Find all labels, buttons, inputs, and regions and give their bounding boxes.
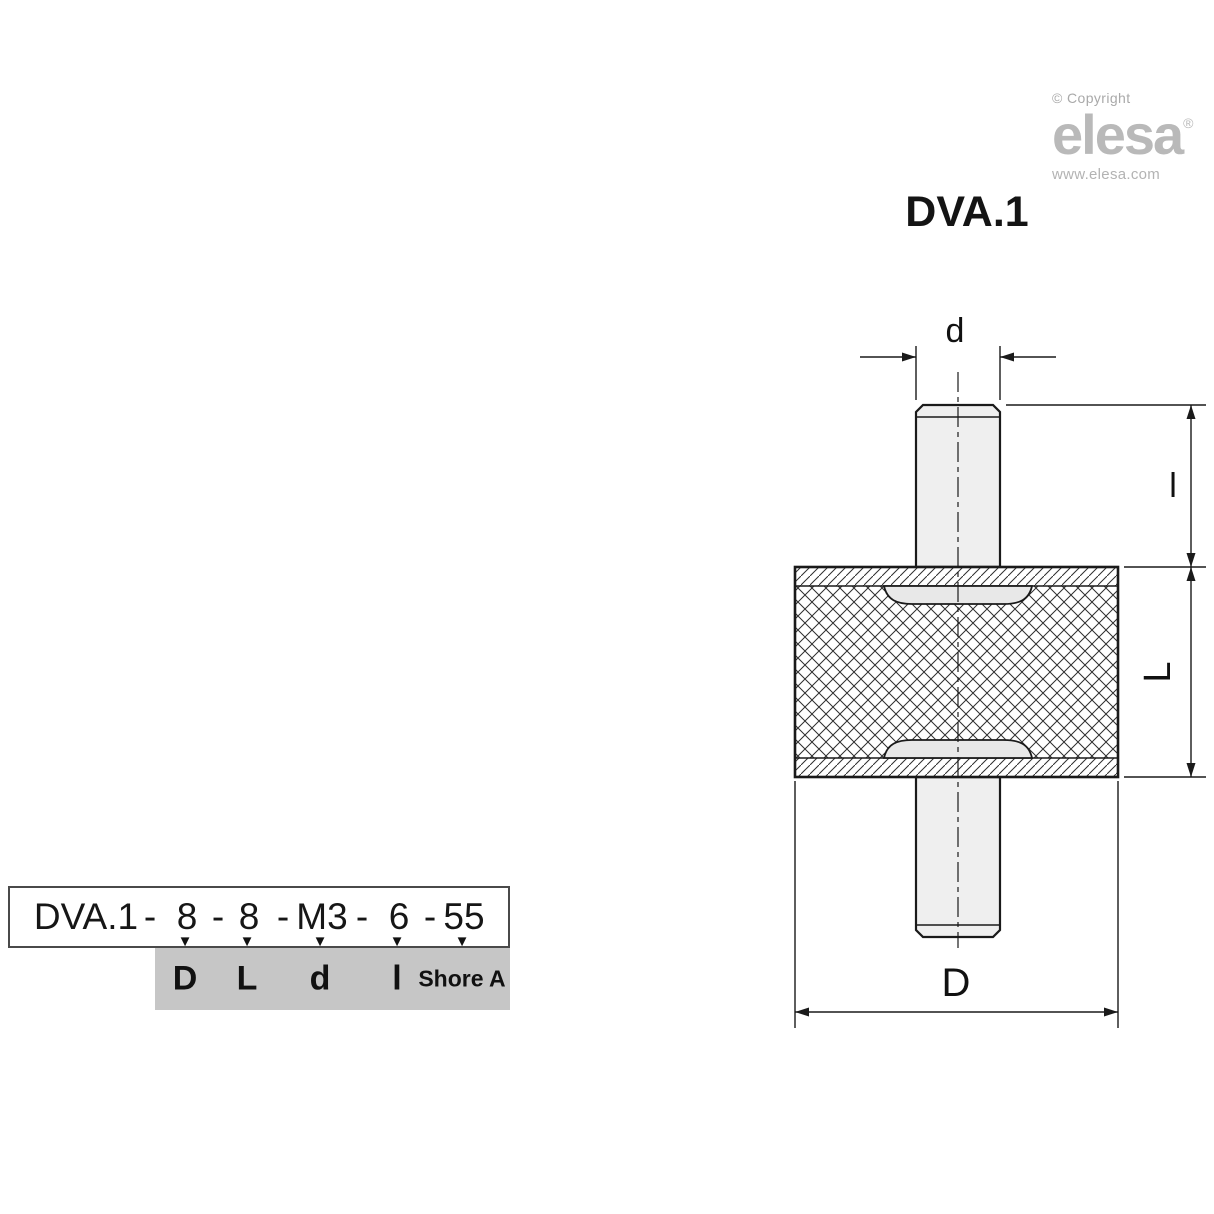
order-code-value-L: 8 xyxy=(238,896,260,937)
dimension-D: D xyxy=(794,781,1119,1028)
order-code-row: DVA.1 - 8 - 8 - M3 - 6 - 55 xyxy=(8,886,510,948)
order-code-table: DVA.1 - 8 - 8 - M3 - 6 - 55 ▼ ▼ ▼ ▼ ▼ D … xyxy=(8,886,510,1012)
registered-mark-icon: ® xyxy=(1183,115,1194,131)
brand-block: © Copyright elesa® www.elesa.com xyxy=(1052,90,1210,183)
dimension-l: l xyxy=(1006,404,1206,568)
order-code-legend: D L d l Shore A xyxy=(155,948,510,1010)
website-url: www.elesa.com xyxy=(1052,165,1161,183)
legend-label-l: l xyxy=(392,959,402,998)
pointer-down-icon: ▼ xyxy=(454,933,470,950)
order-code-value-shore: 55 xyxy=(443,896,485,937)
pointer-down-icon: ▼ xyxy=(239,933,255,950)
dimension-d: d xyxy=(860,312,1056,400)
separator: - xyxy=(143,896,157,937)
order-code-value-D: 8 xyxy=(176,896,198,937)
dimension-L: L xyxy=(1124,567,1206,778)
page-title: DVA.1 xyxy=(905,188,1029,236)
separator: - xyxy=(276,896,290,937)
pointer-down-icon: ▼ xyxy=(312,933,328,950)
dim-label-l: l xyxy=(1169,467,1177,505)
legend-label-L: L xyxy=(236,959,258,998)
dim-label-D: D xyxy=(942,961,971,1005)
legend-label-shore: Shore A xyxy=(418,965,506,992)
order-code-value-l: 6 xyxy=(388,896,410,937)
pointer-down-icon: ▼ xyxy=(177,933,193,950)
rubber-body xyxy=(793,565,1120,779)
separator: - xyxy=(423,896,437,937)
order-code-prefix: DVA.1 xyxy=(33,896,139,937)
separator: - xyxy=(211,896,225,937)
dim-label-L: L xyxy=(1137,661,1179,682)
logo-text: elesa xyxy=(1052,103,1184,166)
legend-label-D: D xyxy=(172,959,198,998)
pointer-down-icon: ▼ xyxy=(389,933,405,950)
order-code-value-d: M3 xyxy=(296,896,348,937)
legend-label-d: d xyxy=(309,959,331,998)
dim-label-d: d xyxy=(946,312,965,350)
separator: - xyxy=(355,896,369,937)
elesa-logo: elesa® xyxy=(1052,103,1210,166)
copyright-label: © Copyright xyxy=(1052,90,1131,106)
